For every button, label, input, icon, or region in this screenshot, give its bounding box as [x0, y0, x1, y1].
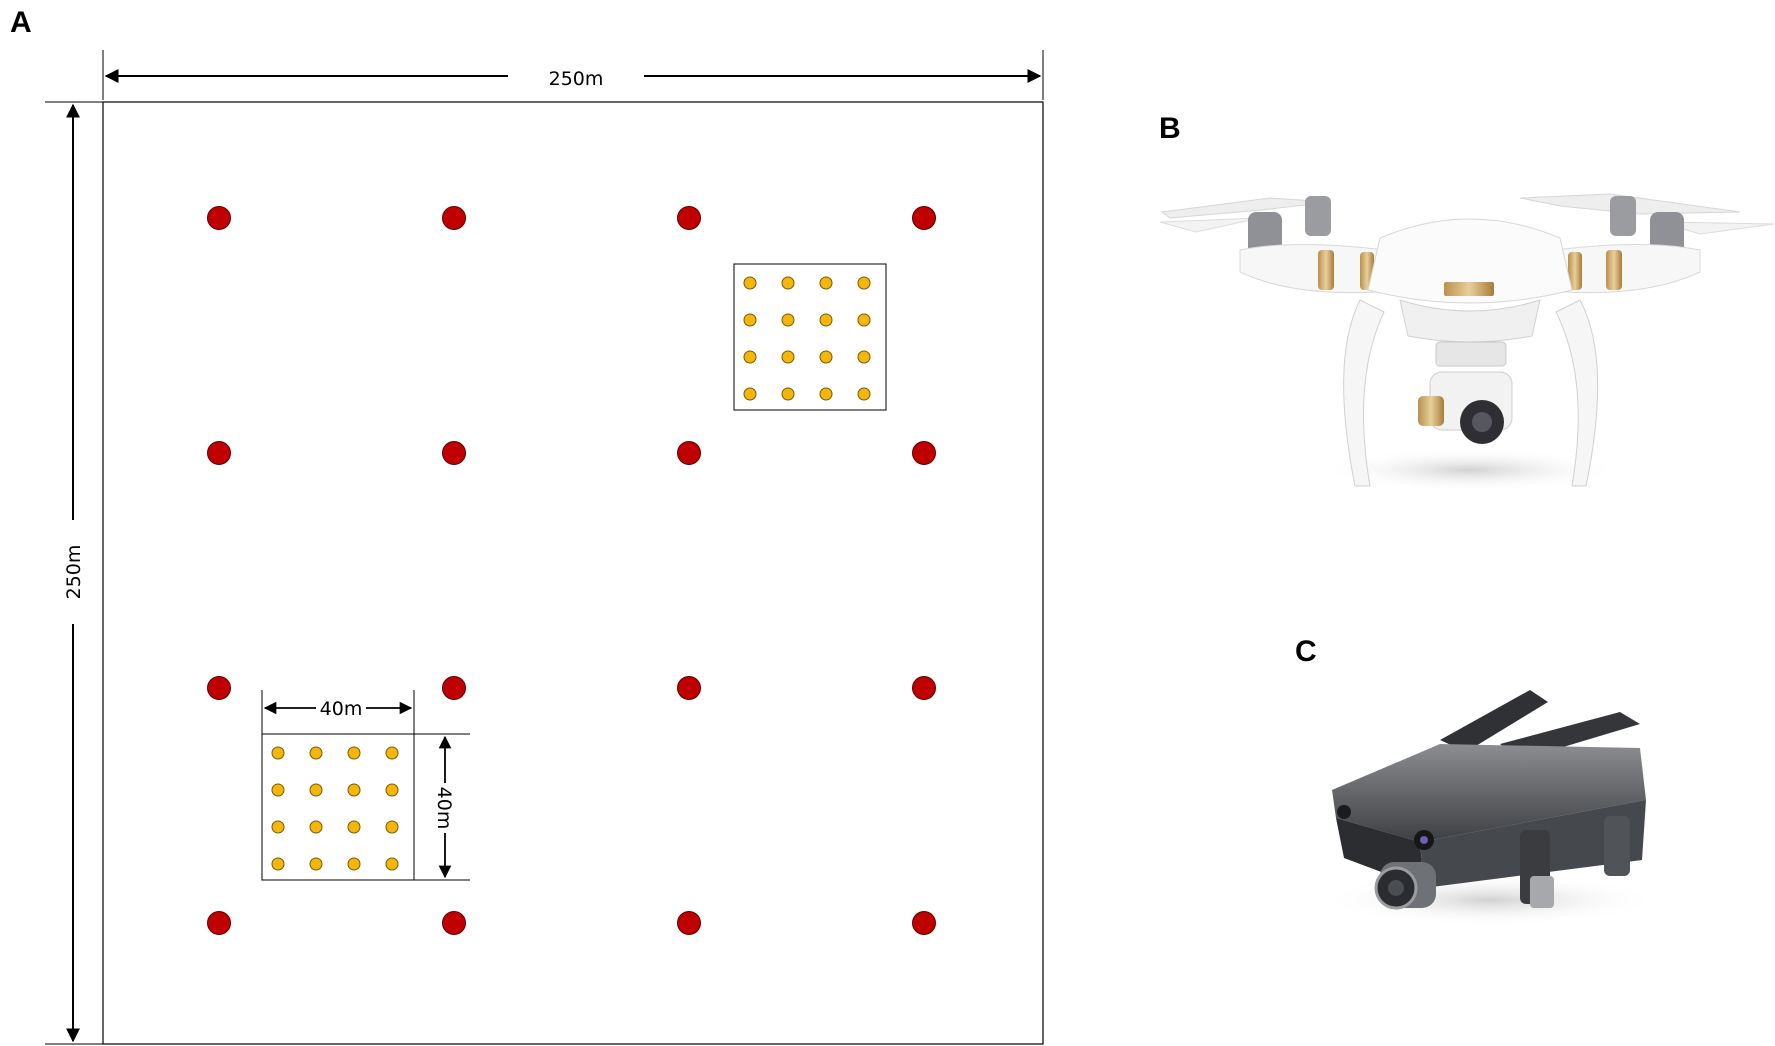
subplot-sample-point: [743, 313, 757, 327]
ground-control-point: [207, 441, 231, 465]
ground-control-point: [207, 676, 231, 700]
field-boundary: [102, 101, 1044, 1045]
subplot-sample-point: [857, 350, 871, 364]
subplot-sample-point: [271, 857, 285, 871]
subplot-sample-point: [271, 820, 285, 834]
panel-label-c: C: [1295, 635, 1317, 668]
ground-control-point: [677, 441, 701, 465]
subplot-sample-point: [309, 820, 323, 834]
ground-control-point: [442, 911, 466, 935]
subplot-sample-point: [271, 783, 285, 797]
subplot-sample-point: [857, 313, 871, 327]
subplot-sample-point: [743, 387, 757, 401]
ground-control-point: [677, 911, 701, 935]
subplot-sample-point: [385, 820, 399, 834]
subplot-lower-left: 40m 40m: [261, 690, 470, 881]
ground-control-point: [912, 206, 936, 230]
ground-control-point: [442, 676, 466, 700]
subplot-sample-point: [347, 820, 361, 834]
subplot-sample-point: [385, 783, 399, 797]
subplot-sample-point: [857, 387, 871, 401]
subplot-sample-point: [857, 276, 871, 290]
subplot-sample-point: [347, 857, 361, 871]
ground-control-point: [442, 441, 466, 465]
subplot-sample-point: [347, 746, 361, 760]
field-height-label: 250m: [63, 545, 85, 600]
ground-control-points: [207, 206, 936, 935]
ground-control-point: [912, 441, 936, 465]
white-quadcopter-drone-icon: [1159, 193, 1775, 492]
subplot-sample-point: [385, 857, 399, 871]
field-layout: 250m 250m 40m 40m: [45, 50, 1044, 1045]
subplot-sample-point: [819, 387, 833, 401]
panel-label-a: A: [10, 6, 32, 39]
ground-control-point: [207, 911, 231, 935]
ground-control-point: [677, 676, 701, 700]
subplot-sample-point: [743, 276, 757, 290]
subplot-sample-point: [819, 276, 833, 290]
subplot-sample-point: [347, 783, 361, 797]
ground-control-point: [912, 676, 936, 700]
subplot-sample-point: [781, 387, 795, 401]
subplot-sample-point: [781, 276, 795, 290]
grey-folding-drone-icon: [1320, 690, 1660, 926]
subplot-sample-point: [781, 350, 795, 364]
ground-control-point: [442, 206, 466, 230]
subplot-sample-point: [309, 783, 323, 797]
ground-control-point: [207, 206, 231, 230]
subplot-upper-right-points: [743, 276, 871, 401]
subplot-sample-point: [743, 350, 757, 364]
subplot-upper-right: [733, 263, 887, 411]
subplot-width-label: 40m: [320, 698, 363, 720]
subplot-sample-point: [309, 857, 323, 871]
subplot-sample-point: [385, 746, 399, 760]
subplot-sample-point: [781, 313, 795, 327]
ground-control-point: [677, 206, 701, 230]
subplot-sample-point: [271, 746, 285, 760]
subplot-height-label: 40m: [433, 787, 455, 830]
field-width-label: 250m: [549, 68, 604, 90]
ground-control-point: [912, 911, 936, 935]
subplot-sample-point: [819, 313, 833, 327]
panel-label-b: B: [1159, 112, 1181, 145]
subplot-lower-left-points: [271, 746, 399, 871]
subplot-sample-point: [819, 350, 833, 364]
subplot-sample-point: [309, 746, 323, 760]
